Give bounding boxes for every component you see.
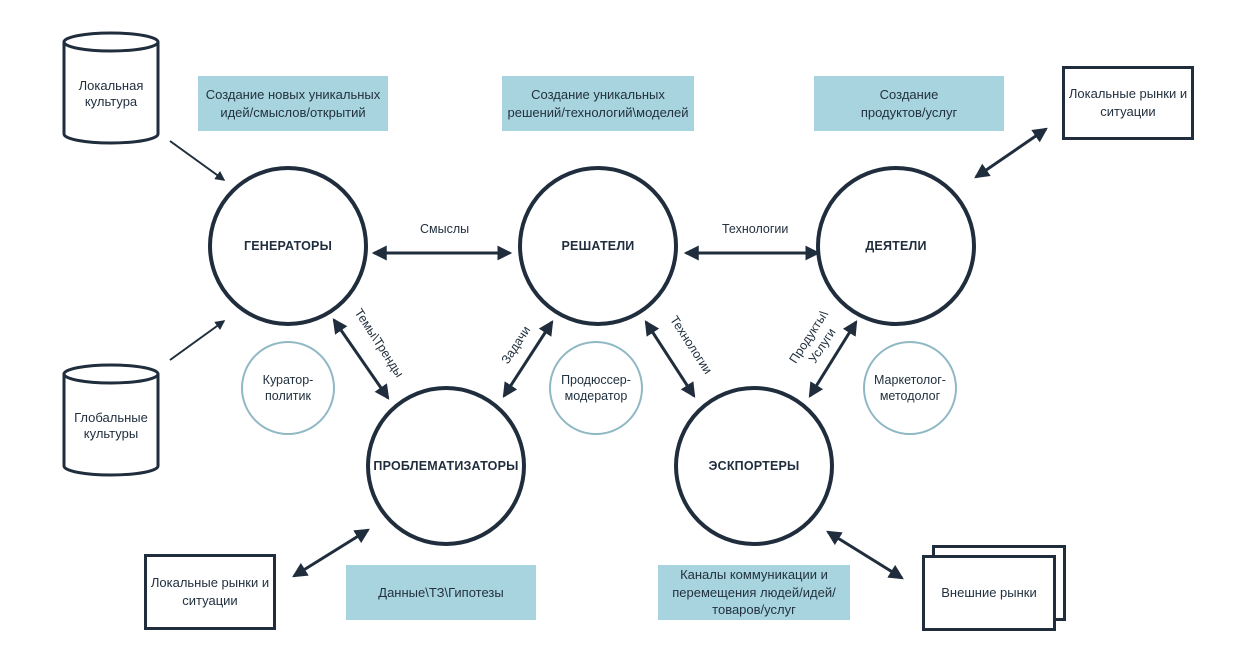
note-generators: Создание новых уникальных идей/смыслов/о… <box>198 76 388 131</box>
note-doers: Создание продуктов/услуг <box>814 76 1004 131</box>
role-ring-marketer <box>863 341 957 435</box>
arrow-exporters-doers <box>808 320 858 398</box>
cylinder-global-cultures <box>62 363 160 477</box>
note-solvers: Создание уникальных решений/технологий\м… <box>502 76 694 131</box>
hub-solvers: РЕШАТЕЛИ <box>561 239 635 253</box>
note-exporters: Каналы коммуникации и перемещения людей/… <box>658 565 850 620</box>
box-external-markets: Внешние рынки <box>922 555 1056 631</box>
hub-problematizers: ПРОБЛЕМАТИЗАТОРЫ <box>373 459 519 473</box>
hub-ring-solvers <box>518 166 678 326</box>
arrow-generators-problematizers <box>332 318 390 400</box>
arrow-problematizers-local-markets <box>292 528 370 578</box>
arrow-problematizers-solvers <box>502 320 554 398</box>
cylinder-local-culture <box>62 31 160 145</box>
hub-exporters: ЭСКПОРТЕРЫ <box>708 459 800 473</box>
hub-ring-generators <box>208 166 368 326</box>
source-global-cultures: Глобальные культуры <box>74 410 148 442</box>
arrow-global-cultures-generators <box>169 320 226 361</box>
arrow-exporters-external-markets <box>826 530 904 580</box>
label-meanings: Смыслы <box>420 222 470 236</box>
role-marketer: Маркетолог- методолог <box>874 372 946 403</box>
hub-ring-problematizers <box>366 386 526 546</box>
arrow-solvers-exporters <box>644 320 696 398</box>
role-producer: Продюссер- модератор <box>561 372 631 403</box>
hub-generators: ГЕНЕРАТОРЫ <box>243 239 333 253</box>
arrow-local-culture-generators <box>169 140 226 181</box>
label-technologies-top: Технологии <box>722 222 789 236</box>
box-local-markets-right: Локальные рынки и ситуации <box>1062 66 1194 140</box>
arrow-doers-local-markets <box>974 127 1048 179</box>
hub-doers: ДЕЯТЕЛИ <box>865 239 927 253</box>
box-local-markets-left: Локальные рынки и ситуации <box>144 554 276 630</box>
source-local-culture: Локальная культура <box>78 78 144 110</box>
role-curator: Куратор- политик <box>262 372 314 403</box>
hub-ring-exporters <box>674 386 834 546</box>
note-problematizers: Данные\ТЗ\Гипотезы <box>346 565 536 620</box>
